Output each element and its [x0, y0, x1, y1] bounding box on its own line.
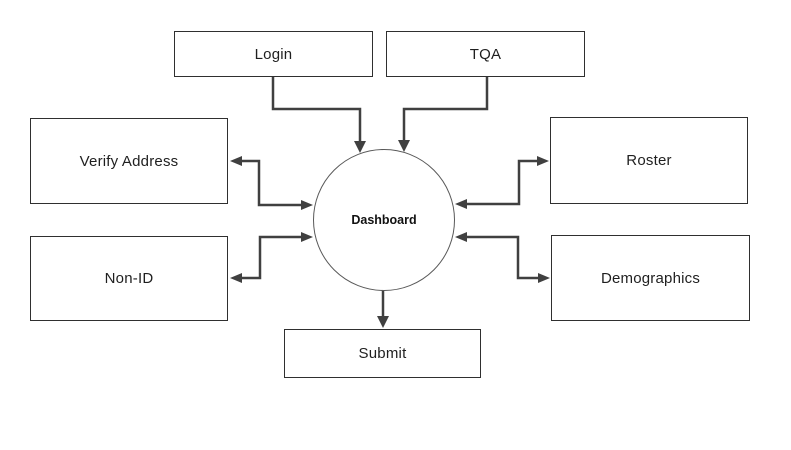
node-verify-address-label: Verify Address: [79, 152, 179, 170]
node-dashboard: Dashboard: [313, 149, 455, 291]
arrowhead-login-to-dashboard: [354, 141, 366, 153]
node-submit: Submit: [284, 329, 481, 378]
arrowhead-into-verify-address: [230, 156, 242, 166]
arrowhead-into-non-id: [230, 273, 242, 283]
node-non-id: Non-ID: [30, 236, 228, 321]
node-verify-address: Verify Address: [30, 118, 228, 204]
arrowhead-demographics-into-dashboard: [455, 232, 467, 242]
edge-dashboard-non-id: [241, 235, 302, 280]
node-demographics-label: Demographics: [600, 269, 701, 287]
node-login-label: Login: [254, 45, 293, 63]
edge-tqa-to-dashboard: [402, 77, 489, 141]
edge-dashboard-demographics: [466, 235, 539, 280]
arrowhead-roster-into-dashboard: [455, 199, 467, 209]
node-roster: Roster: [550, 117, 748, 204]
edge-dashboard-roster: [466, 159, 538, 206]
edge-login-to-dashboard: [271, 77, 362, 142]
node-submit-label: Submit: [358, 345, 407, 362]
node-non-id-label: Non-ID: [104, 270, 154, 287]
node-tqa-label: TQA: [469, 45, 502, 63]
node-roster-label: Roster: [626, 152, 672, 169]
arrowhead-into-demographics: [538, 273, 550, 283]
node-login: Login: [174, 31, 373, 77]
arrowhead-non-id-into-dashboard: [301, 232, 313, 242]
node-dashboard-label: Dashboard: [351, 213, 417, 227]
arrowhead-verify-into-dashboard: [301, 200, 313, 210]
edge-dashboard-verify-address: [241, 159, 302, 207]
arrowhead-into-submit: [377, 316, 389, 328]
node-demographics: Demographics: [551, 235, 750, 321]
arrowhead-into-roster: [537, 156, 549, 166]
node-tqa: TQA: [386, 31, 585, 77]
arrowhead-tqa-to-dashboard: [398, 140, 410, 152]
